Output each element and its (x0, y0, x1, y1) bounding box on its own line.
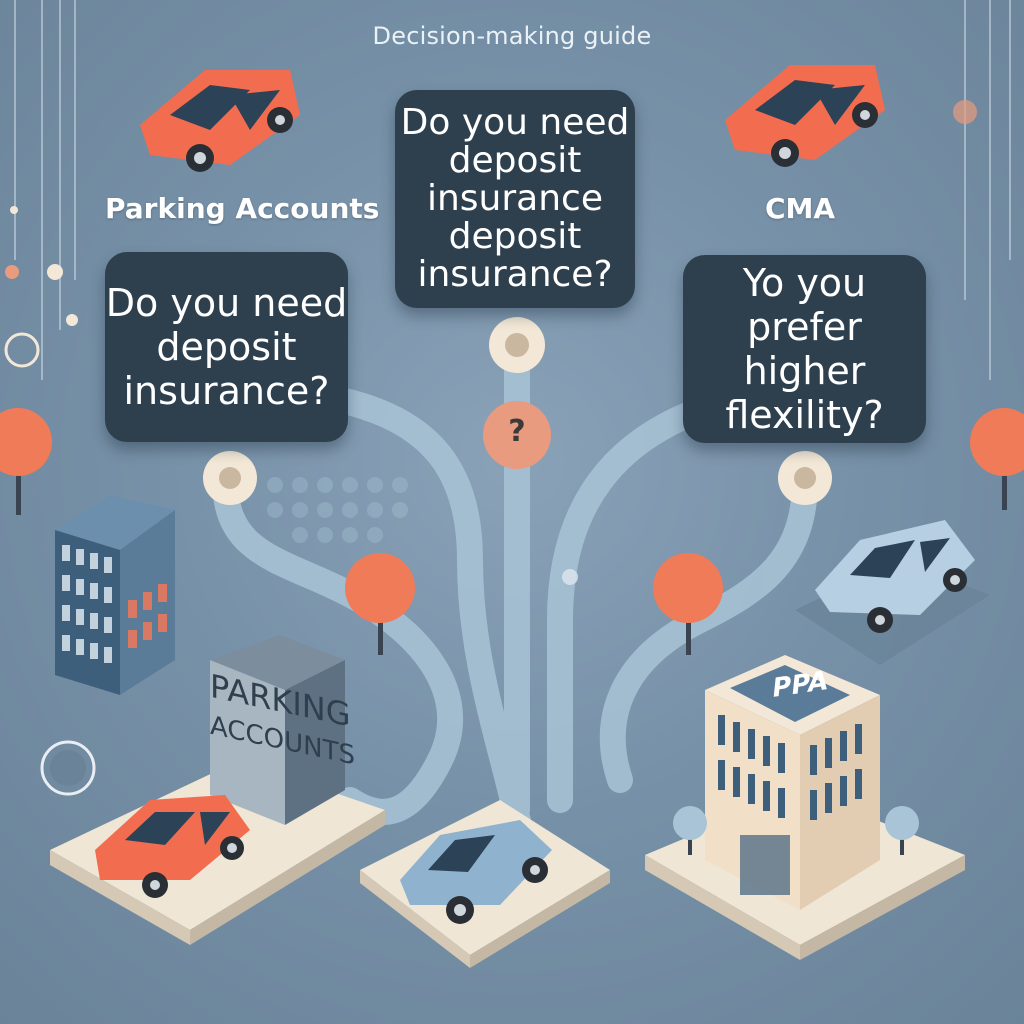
parking-accounts-sign-block (210, 635, 345, 825)
label-cma: CMA (765, 192, 836, 225)
tree-center-left (345, 553, 415, 655)
small-tree-left-of-ppa (673, 806, 707, 855)
decorative-lines (14, 0, 1011, 380)
question-top-line3: insurance (426, 178, 603, 219)
ppa-building (705, 655, 880, 910)
question-bubble-right: Yo you prefer higher flexility? (683, 255, 926, 443)
pin-marker-top (489, 317, 545, 373)
pin-marker-left (203, 451, 257, 505)
question-bubble-left: Do you need deposit insurance? (105, 252, 348, 442)
car-bottom-left-orange (95, 795, 250, 898)
tree-right-edge (970, 408, 1024, 510)
pin-marker-right (778, 451, 832, 505)
center-question-mark: ? (508, 414, 526, 449)
center-question-marker (483, 401, 551, 469)
question-top-line2: deposit (448, 140, 582, 181)
question-right-line3: flexility? (725, 393, 884, 437)
question-left-line2: deposit (156, 325, 297, 369)
path-dots (267, 477, 408, 543)
building-left-grid (55, 495, 175, 695)
question-left-line1: Do you need (105, 281, 348, 325)
decorative-dots (4, 100, 977, 796)
tree-center-right (653, 553, 723, 655)
car-right-blue (815, 520, 975, 633)
question-top-line5: insurance? (417, 254, 613, 295)
question-top-line4: deposit (448, 216, 582, 257)
car-top-left (140, 70, 300, 172)
question-right-line2: higher (743, 349, 866, 393)
car-top-right (725, 65, 885, 167)
question-right-line1: Yo you prefer (742, 261, 867, 349)
question-top-line1: Do you need (400, 102, 630, 143)
label-parking-accounts: Parking Accounts (105, 192, 380, 225)
question-bubble-top: Do you need deposit insurance deposit in… (395, 90, 635, 308)
car-bottom-center-blue (400, 820, 552, 924)
guide-title: Decision-making guide (372, 22, 652, 50)
tree-left-edge (0, 408, 52, 515)
small-tree-right-of-ppa (885, 806, 919, 855)
question-left-line3: insurance? (123, 369, 330, 413)
